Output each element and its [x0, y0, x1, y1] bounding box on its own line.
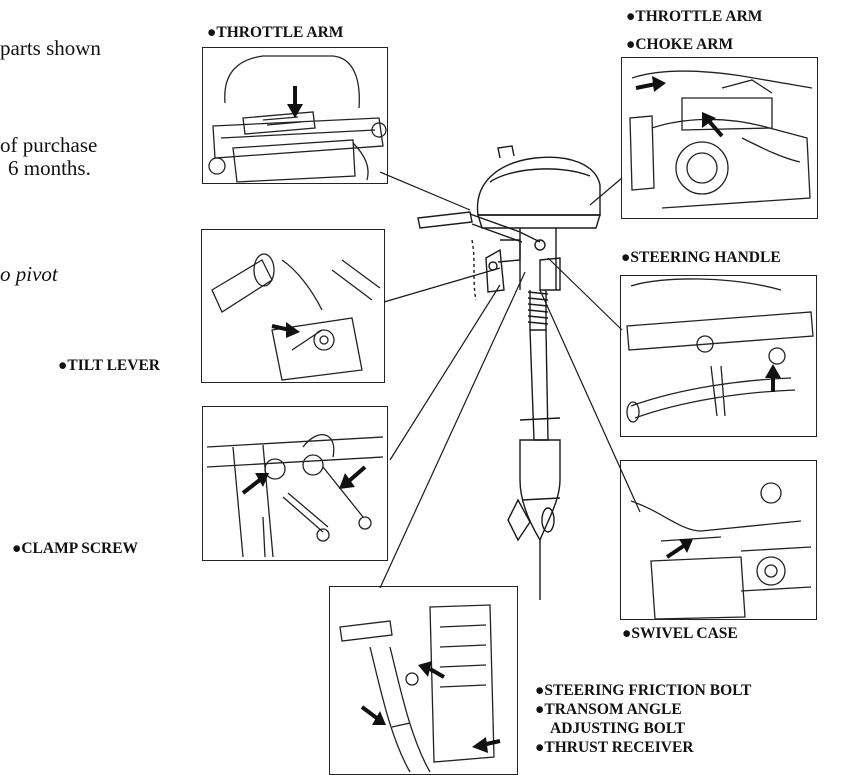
- arrow-icon: [472, 737, 501, 753]
- arrow-icon: [665, 539, 693, 559]
- panel-throttle-arm-closeup: [202, 47, 388, 184]
- leader-line-tilt: [383, 267, 501, 303]
- arrow-icon: [765, 364, 781, 392]
- leader-line-steering: [547, 257, 623, 331]
- steering-friction-closeup-drawing: [339, 604, 501, 773]
- swivel-case-closeup-drawing: [630, 482, 812, 619]
- text-fragment-parts-shown: parts shown: [0, 36, 101, 60]
- leader-line-choke: [589, 177, 623, 206]
- label-swivel-case: ●SWIVEL CASE: [622, 625, 738, 642]
- label-throttle-arm-left: ●THROTTLE ARM: [207, 24, 344, 41]
- clamp-screw-closeup-drawing: [206, 434, 384, 558]
- panel-clamp-screw-closeup: [202, 406, 388, 561]
- label-transom-angle-line2: ADJUSTING BOLT: [550, 720, 686, 737]
- tilt-lever-closeup-drawing: [211, 253, 381, 381]
- panel-steering-handle-closeup: [620, 275, 817, 437]
- leader-line-clamp: [389, 284, 501, 461]
- arrow-icon: [287, 86, 303, 118]
- panel-throttle-choke-closeup: [621, 57, 818, 219]
- leader-line-friction: [379, 271, 526, 589]
- arrow-icon: [418, 661, 445, 679]
- arrow-icon: [635, 76, 666, 92]
- label-throttle-arm-right: ●THROTTLE ARM: [626, 8, 763, 25]
- label-steering-friction-bolt: ●STEERING FRICTION BOLT: [535, 682, 752, 699]
- text-fragment-of-purchase: of purchase: [0, 133, 98, 157]
- leader-line-throttle-left: [379, 171, 471, 211]
- label-tilt-lever: ●TILT LEVER: [58, 357, 160, 374]
- panel-swivel-case-closeup: [620, 460, 817, 620]
- label-clamp-screw: ●CLAMP SCREW: [12, 540, 139, 557]
- steering-handle-closeup-drawing: [626, 278, 814, 423]
- label-steering-handle: ●STEERING HANDLE: [621, 249, 781, 266]
- throttle-choke-closeup-drawing: [629, 70, 813, 209]
- arrow-icon: [360, 705, 386, 725]
- outboard-motor-drawing: [417, 145, 601, 600]
- panel-steering-friction-closeup: [329, 586, 518, 775]
- text-fragment-to-pivot: o pivot: [0, 262, 58, 286]
- text-fragment-6-months: 6 months.: [8, 156, 91, 180]
- label-transom-angle-line1: ●TRANSOM ANGLE: [535, 701, 682, 718]
- arrow-icon: [241, 473, 269, 495]
- label-choke-arm: ●CHOKE ARM: [626, 36, 734, 53]
- throttle-arm-closeup-drawing: [208, 55, 387, 183]
- arrow-icon: [271, 322, 300, 338]
- panel-tilt-lever-closeup: [201, 229, 385, 383]
- label-thrust-receiver: ●THRUST RECEIVER: [535, 739, 694, 756]
- arrow-icon: [339, 465, 367, 489]
- arrow-icon: [702, 112, 724, 138]
